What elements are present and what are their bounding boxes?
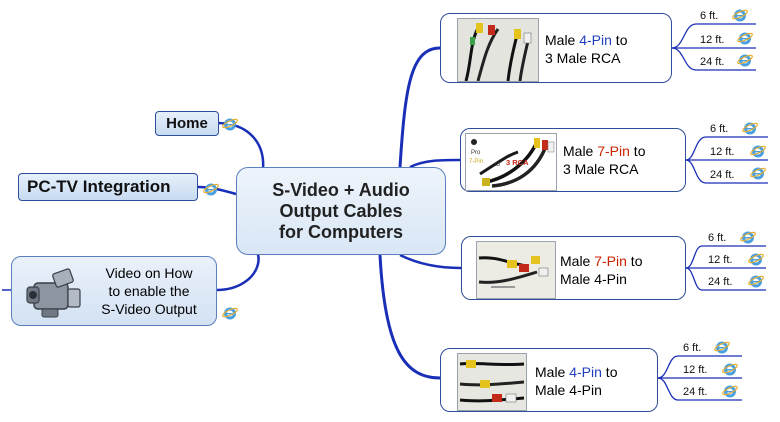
video-topic[interactable]: Video on How to enable the S-Video Outpu…: [11, 256, 217, 326]
cable-1-label: Male 4-Pin to 3 Male RCA: [545, 32, 628, 66]
pin-type: 7-Pin: [594, 253, 627, 269]
length-24ft[interactable]: 24 ft.: [710, 169, 735, 181]
branch-cable-3: [399, 253, 462, 270]
central-topic-text: S-Video + Audio Output Cables for Comput…: [272, 179, 410, 242]
ie-link-icon[interactable]: [748, 251, 764, 267]
ie-link-icon[interactable]: [222, 305, 238, 321]
ie-link-icon[interactable]: [722, 383, 738, 399]
length-24ft[interactable]: 24 ft.: [683, 386, 708, 398]
ie-link-icon[interactable]: [750, 143, 766, 159]
cable-photo-icon: [457, 353, 527, 411]
length-12ft[interactable]: 12 ft.: [710, 146, 735, 158]
pc-tv-integration-label: PC-TV Integration: [27, 177, 171, 196]
photo-text-3rca: 3 RCA: [506, 158, 529, 167]
photo-text-7pin: 7-Pin: [469, 159, 483, 165]
cable-4-label: Male 4-Pin to Male 4-Pin: [535, 364, 618, 398]
length-6ft[interactable]: 6 ft.: [708, 232, 727, 244]
length-branches: [657, 23, 768, 401]
cable-topic-3[interactable]: Male 7-Pin to Male 4-Pin: [461, 236, 686, 300]
cable-2-label: Male 7-Pin to 3 Male RCA: [563, 143, 646, 177]
pc-tv-integration-topic[interactable]: PC-TV Integration: [18, 173, 198, 201]
length-12ft[interactable]: 12 ft.: [708, 254, 733, 266]
cable-photo-icon: Pro 7-Pin to 3 RCA: [465, 133, 557, 191]
ie-link-icon[interactable]: [732, 7, 748, 23]
length-24ft[interactable]: 24 ft.: [700, 56, 725, 68]
length-12ft[interactable]: 12 ft.: [700, 34, 725, 46]
ie-link-icon[interactable]: [737, 30, 753, 46]
home-topic[interactable]: Home: [155, 111, 219, 136]
length-12ft[interactable]: 12 ft.: [683, 364, 708, 376]
ie-link-icon[interactable]: [203, 181, 219, 197]
central-topic: S-Video + Audio Output Cables for Comput…: [236, 167, 446, 255]
ie-link-icon[interactable]: [740, 229, 756, 245]
ie-link-icon[interactable]: [748, 273, 764, 289]
pin-type: 7-Pin: [597, 143, 630, 159]
length-6ft[interactable]: 6 ft.: [683, 342, 702, 354]
cable-topic-4[interactable]: Male 4-Pin to Male 4-Pin: [440, 348, 658, 412]
ie-link-icon[interactable]: [722, 361, 738, 377]
length-6ft[interactable]: 6 ft.: [710, 123, 729, 135]
ie-link-icon[interactable]: [222, 116, 238, 132]
home-label: Home: [166, 115, 208, 132]
branch-cable-4: [378, 254, 441, 380]
pin-type: 4-Pin: [579, 32, 612, 48]
camcorder-icon: [26, 268, 81, 318]
ie-link-icon[interactable]: [737, 52, 753, 68]
cable-photo-icon: [476, 241, 556, 299]
ie-link-icon[interactable]: [742, 120, 758, 136]
branch-cable-1: [398, 46, 441, 168]
cable-photo-icon: [457, 18, 539, 82]
length-6ft[interactable]: 6 ft.: [700, 10, 719, 22]
pin-type: 4-Pin: [569, 364, 602, 380]
photo-text-to: to: [495, 162, 501, 168]
photo-text-pro: Pro: [471, 150, 481, 156]
cable-topic-2[interactable]: Pro 7-Pin to 3 RCA Male 7-Pin to 3 Male …: [460, 128, 686, 192]
cable-3-label: Male 7-Pin to Male 4-Pin: [560, 253, 643, 287]
ie-link-icon[interactable]: [750, 165, 766, 181]
branch-cable-2: [409, 158, 461, 169]
cable-topic-1[interactable]: Male 4-Pin to 3 Male RCA: [440, 13, 672, 83]
ie-link-icon[interactable]: [714, 339, 730, 355]
length-24ft[interactable]: 24 ft.: [708, 276, 733, 288]
video-topic-text: Video on How to enable the S-Video Outpu…: [101, 265, 197, 317]
